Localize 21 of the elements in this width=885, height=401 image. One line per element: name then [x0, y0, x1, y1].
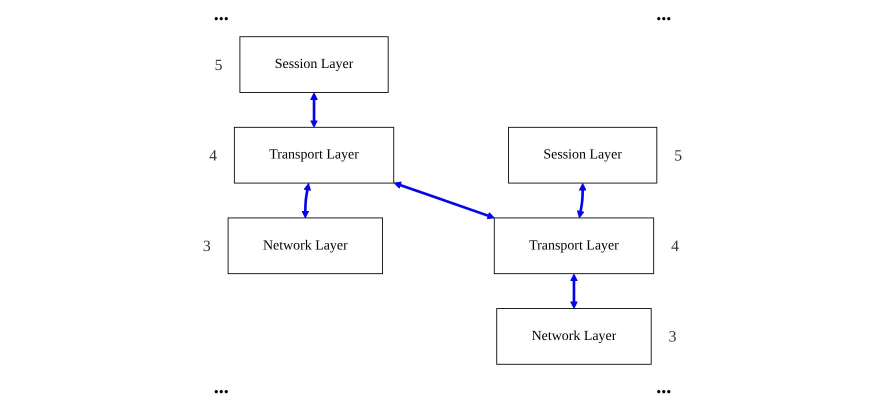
node-box: Network Layer	[228, 218, 383, 274]
layer-number: 3	[668, 328, 676, 346]
arrow	[302, 183, 312, 218]
ellipsis: ...	[656, 376, 672, 398]
arrow	[394, 182, 495, 220]
ellipsis: ...	[214, 2, 229, 26]
arrow	[576, 183, 587, 218]
node-box: Transport Layer	[494, 218, 654, 274]
ellipsis: ...	[214, 376, 229, 398]
layer-number: 5	[674, 147, 682, 164]
ellipsis: ...	[656, 2, 672, 26]
node-box: Network Layer	[496, 308, 652, 365]
node-box: Transport Layer	[234, 126, 394, 184]
layer-number: 3	[202, 238, 211, 256]
layer-number: 5	[214, 56, 222, 74]
node-box: Session Layer	[508, 126, 658, 184]
arrow	[570, 274, 578, 309]
layer-number: 4	[671, 238, 679, 256]
node-box: Session Layer	[239, 36, 389, 93]
layer-number: 4	[209, 147, 217, 164]
arrow	[310, 92, 318, 128]
